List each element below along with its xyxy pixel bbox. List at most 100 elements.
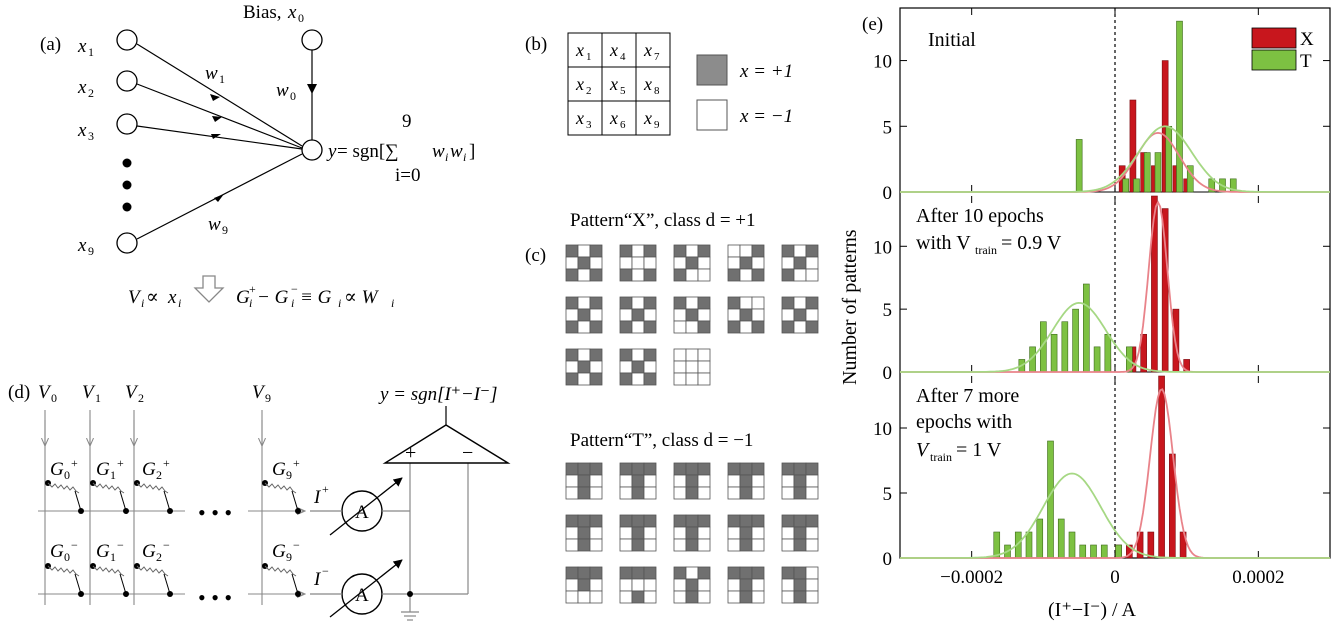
pattern-cell <box>577 372 591 386</box>
pattern-tile <box>565 244 603 282</box>
pattern-cell <box>643 538 657 552</box>
pattern-cell <box>589 514 603 528</box>
svg-text:w: w <box>432 141 445 162</box>
pattern-cell <box>805 256 819 270</box>
pattern-cell <box>751 538 765 552</box>
memristor-lead <box>163 490 171 512</box>
svg-text:x: x <box>77 235 87 256</box>
pattern-cell <box>751 514 765 528</box>
pattern-cell <box>577 308 591 322</box>
pattern-cell <box>685 474 699 488</box>
panel-a-label: (a) <box>40 34 61 55</box>
svg-text:+: + <box>163 456 170 470</box>
legend-minus-label: x = −1 <box>739 106 793 127</box>
svg-text:− G: − G <box>257 287 289 308</box>
svg-text:9: 9 <box>286 550 292 564</box>
pattern-cell <box>631 372 645 386</box>
pattern-cell <box>589 462 603 476</box>
svg-text:−: − <box>117 538 124 552</box>
svg-text:x: x <box>77 36 87 57</box>
pattern-cell <box>643 526 657 540</box>
pattern-cell <box>619 590 633 604</box>
pattern-cell <box>805 578 819 592</box>
pattern-tile <box>673 244 711 282</box>
pattern-cell <box>793 244 807 258</box>
pattern-cell <box>565 474 579 488</box>
pattern-cell <box>577 578 591 592</box>
svg-text:i=0: i=0 <box>395 165 421 186</box>
input-node-x2 <box>116 70 138 92</box>
svg-text:1: 1 <box>110 468 116 482</box>
svg-text:w: w <box>205 63 218 84</box>
y-tick-label: 5 <box>883 484 893 505</box>
pattern-cell <box>739 474 753 488</box>
pattern-cell <box>739 590 753 604</box>
pattern-x-title: Pattern“X”, class d = +1 <box>570 210 756 231</box>
svg-text:0: 0 <box>64 468 70 482</box>
svg-text:G: G <box>142 541 156 562</box>
memristor-lead <box>74 573 82 595</box>
svg-text:= 1 V: = 1 V <box>956 439 1002 461</box>
arrow-head <box>211 134 221 139</box>
svg-text:x: x <box>167 287 177 308</box>
y-axis-label: Number of patterns <box>839 229 861 385</box>
grid-cell-var: x <box>609 108 618 128</box>
memristor-lead <box>119 490 127 512</box>
pattern-tile <box>781 566 819 604</box>
pattern-cell <box>697 256 711 270</box>
pattern-cell <box>673 462 687 476</box>
pattern-cell <box>727 244 741 258</box>
grid-cell <box>567 66 603 102</box>
grid-cell <box>635 66 671 102</box>
pattern-cell <box>589 486 603 500</box>
svg-text:9: 9 <box>222 223 228 237</box>
pattern-cell <box>577 526 591 540</box>
output-node <box>301 139 323 161</box>
y-tick-label: 10 <box>873 419 892 440</box>
y-tick-label: 5 <box>883 300 893 321</box>
pattern-cell <box>805 486 819 500</box>
pattern-tile <box>781 462 819 500</box>
pattern-cell <box>685 268 699 282</box>
memristor-lead <box>74 490 82 512</box>
pattern-cell <box>643 348 657 362</box>
legend-swatch-x <box>1251 27 1297 49</box>
grid-cell-sub: 5 <box>620 85 626 97</box>
pattern-cell <box>577 296 591 310</box>
pattern-cell <box>643 268 657 282</box>
pattern-cell <box>643 578 657 592</box>
pattern-cell <box>619 538 633 552</box>
pattern-cell <box>751 462 765 476</box>
pattern-cell <box>643 308 657 322</box>
current-label-i-plus: I+ <box>313 482 329 508</box>
pattern-cell <box>805 474 819 488</box>
pattern-cell <box>631 526 645 540</box>
memristor-node <box>78 591 84 597</box>
svg-text:V: V <box>38 382 52 403</box>
svg-text:with V: with V <box>916 232 971 254</box>
pattern-cell <box>805 590 819 604</box>
y-tick-label: 0 <box>883 183 893 204</box>
down-arrow-icon <box>193 275 225 303</box>
pattern-cell <box>727 268 741 282</box>
svg-text:Bias,: Bias, <box>243 2 282 23</box>
x-axis-label: (I⁺−I⁻) / A <box>1048 599 1136 621</box>
pattern-cell <box>565 348 579 362</box>
pattern-cell <box>673 590 687 604</box>
legend-swatch-plus <box>696 54 728 86</box>
pattern-cell <box>589 256 603 270</box>
pattern-cell <box>589 308 603 322</box>
pattern-cell <box>589 526 603 540</box>
pattern-cell <box>793 486 807 500</box>
legend-label-x: X <box>1300 29 1314 50</box>
current-label-i-minus: I− <box>313 564 329 590</box>
pattern-cell <box>577 244 591 258</box>
grid-cell-sub: 6 <box>620 119 626 131</box>
pattern-cell <box>727 578 741 592</box>
pattern-tile <box>619 348 657 386</box>
